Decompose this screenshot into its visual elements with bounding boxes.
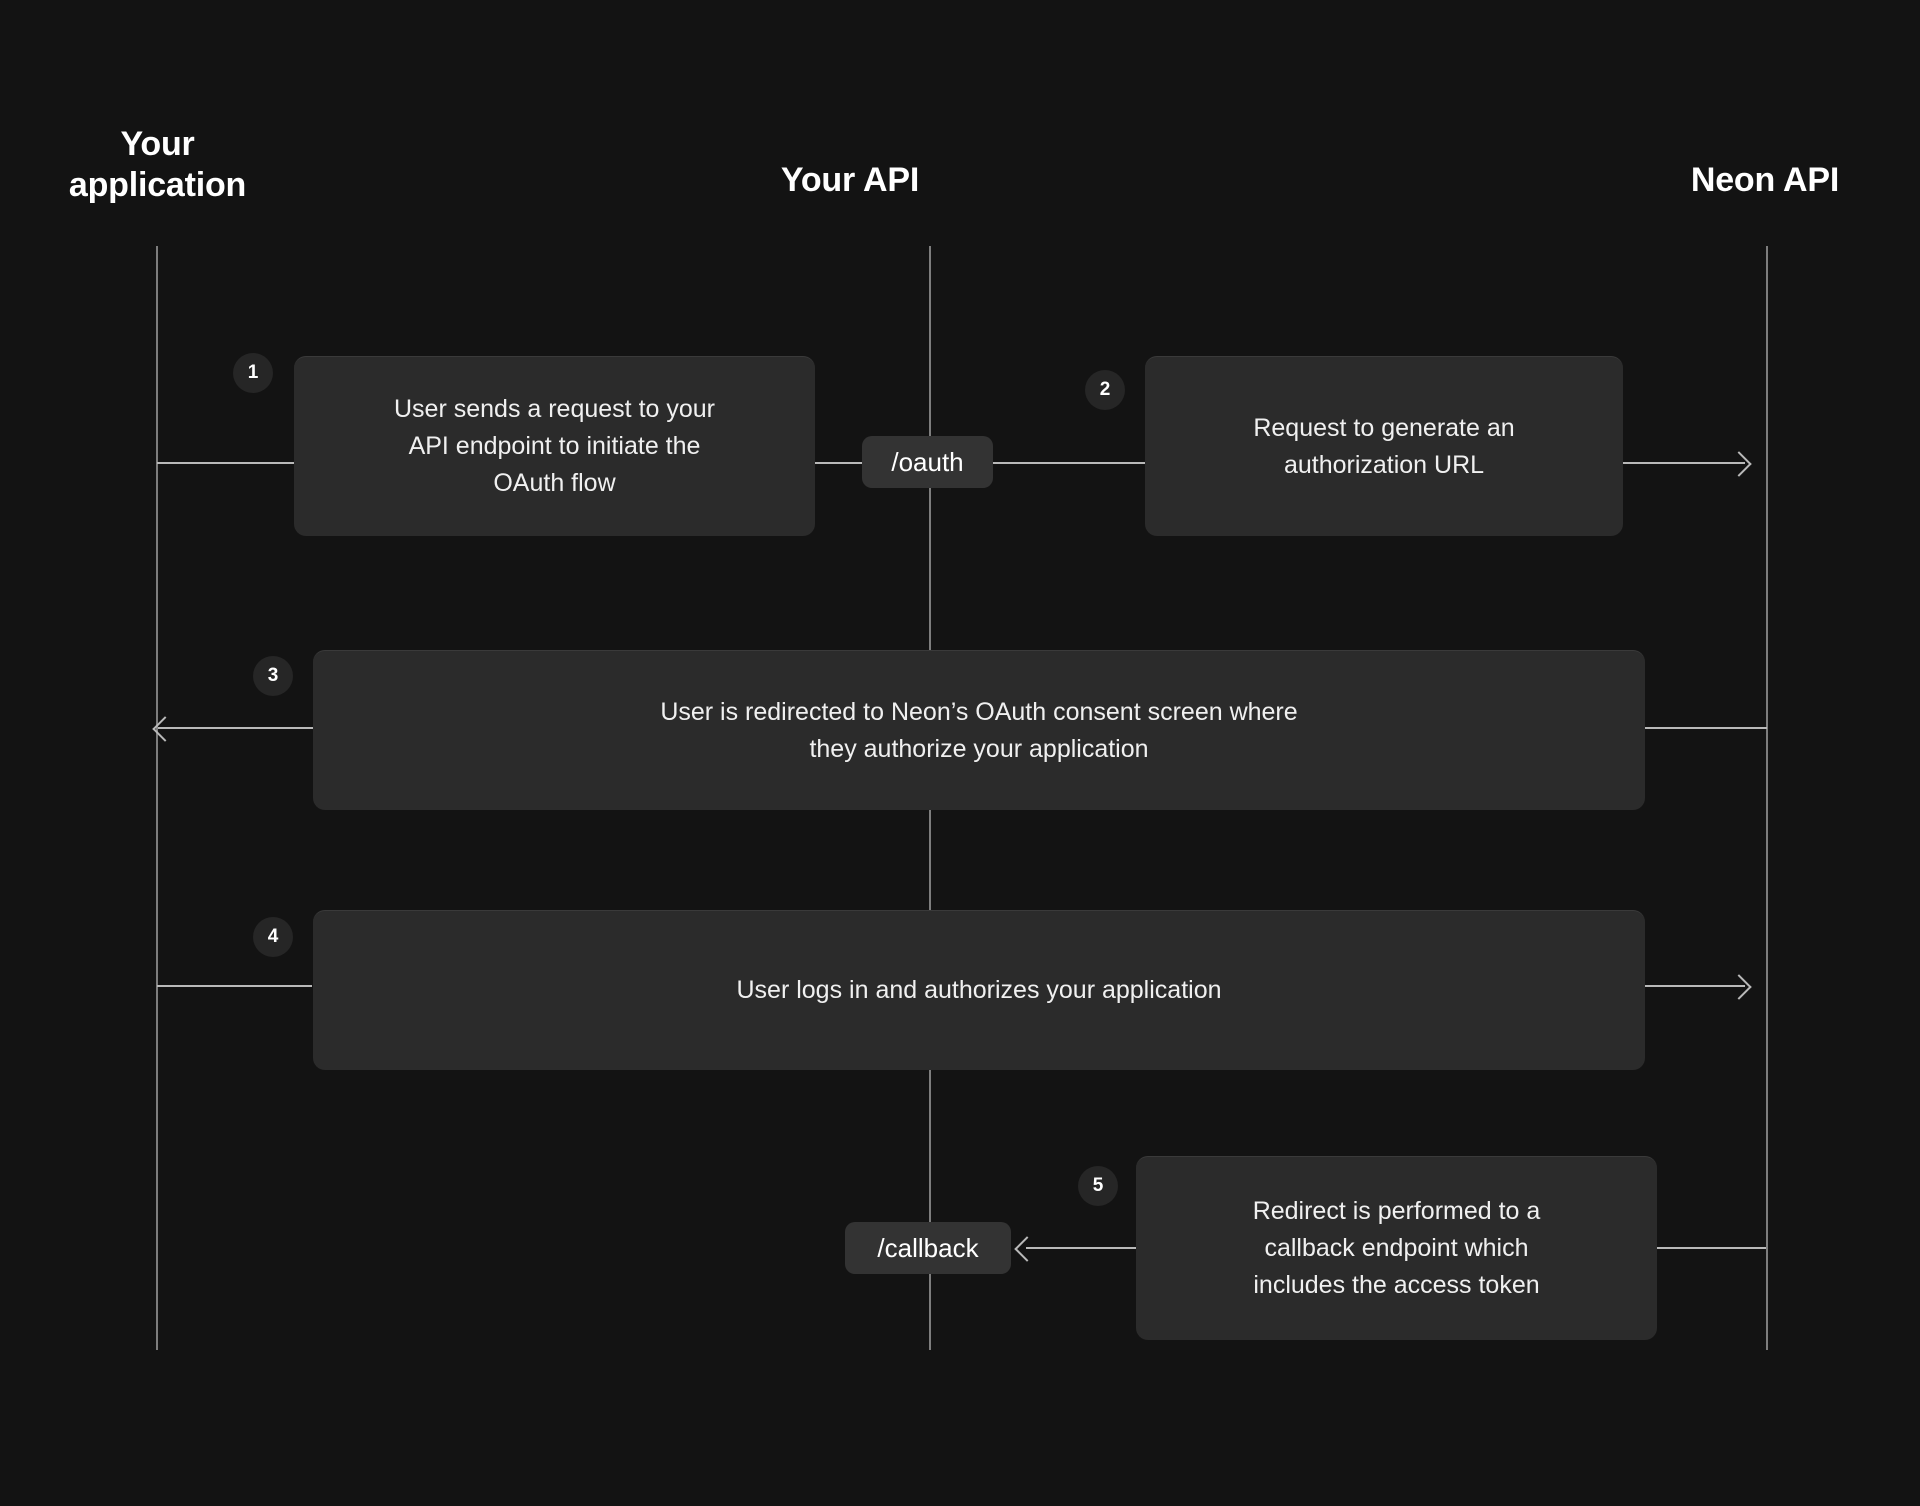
- step-box-5: Redirect is performed to a callback endp…: [1136, 1156, 1657, 1340]
- step-badge-5: 5: [1078, 1166, 1118, 1206]
- step-box-1: User sends a request to your API endpoin…: [294, 356, 815, 536]
- lane-header-your-api: Your API: [780, 161, 920, 199]
- step-badge-4: 4: [253, 917, 293, 957]
- step-text-3: User is redirected to Neon’s OAuth conse…: [660, 697, 1298, 763]
- connector-step-2-right: [1623, 462, 1745, 464]
- lifeline-neon-api: [1766, 246, 1768, 1350]
- lane-header-your-application: Your application: [68, 125, 247, 204]
- step-badge-2: 2: [1085, 370, 1125, 410]
- lifeline-your-application: [156, 246, 158, 1350]
- step-text-4: User logs in and authorizes your applica…: [736, 976, 1222, 1004]
- step-badge-3: 3: [253, 656, 293, 696]
- connector-step-4-right: [1643, 985, 1745, 987]
- step-text-2: Request to generate an authorization URL: [1253, 413, 1515, 479]
- arrowhead-step-2-icon: [1726, 451, 1752, 477]
- endpoint-pill-oauth[interactable]: /oauth: [862, 436, 993, 488]
- connector-step-3-left: [158, 727, 313, 729]
- arrowhead-step-4-icon: [1726, 974, 1752, 1000]
- step-box-2: Request to generate an authorization URL: [1145, 356, 1623, 536]
- lane-header-neon-api: Neon API: [1690, 161, 1840, 199]
- connector-step-3-right: [1643, 727, 1767, 729]
- connector-step-2-left: [993, 462, 1145, 464]
- connector-step-5-left: [1026, 1247, 1138, 1249]
- arrowhead-step-5-icon: [1014, 1236, 1040, 1262]
- step-box-3: User is redirected to Neon’s OAuth conse…: [313, 650, 1645, 810]
- connector-step-4-left: [157, 985, 312, 987]
- step-box-4: User logs in and authorizes your applica…: [313, 910, 1645, 1070]
- endpoint-pill-callback[interactable]: /callback: [845, 1222, 1011, 1274]
- step-text-1: User sends a request to your API endpoin…: [394, 395, 715, 497]
- connector-step-1-left: [157, 462, 297, 464]
- step-badge-1: 1: [233, 353, 273, 393]
- step-text-5: Redirect is performed to a callback endp…: [1252, 1197, 1541, 1299]
- connector-step-5-right: [1656, 1247, 1766, 1249]
- connector-step-1-right: [812, 462, 874, 464]
